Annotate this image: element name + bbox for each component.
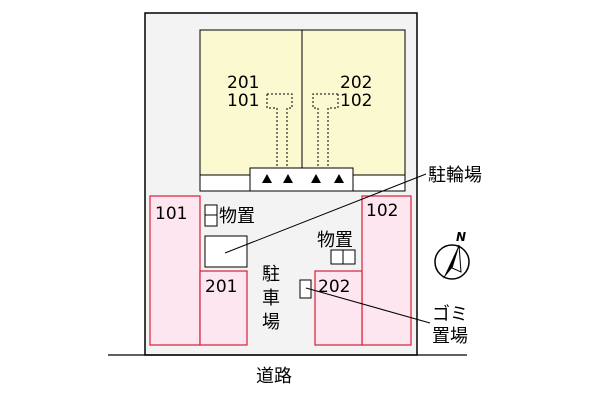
parking-space-101: 101 xyxy=(155,204,187,224)
unit-label-202: 202 xyxy=(340,73,372,93)
parking-space-102: 102 xyxy=(366,201,398,221)
parking-lot-label-1: 駐 xyxy=(262,264,280,285)
storage-left xyxy=(204,204,218,227)
parking-lot-label-2: 車 xyxy=(262,288,280,309)
unit-label-201: 201 xyxy=(227,73,259,93)
parking-right xyxy=(314,195,412,346)
parking-space-201: 201 xyxy=(205,277,237,297)
garbage-label-2: 置場 xyxy=(432,326,468,347)
compass-north-label: N xyxy=(456,230,466,244)
compass-icon xyxy=(434,244,470,280)
entrance-arrow xyxy=(334,174,344,183)
garbage-leader xyxy=(305,287,431,324)
unit-label-102: 102 xyxy=(340,91,372,111)
garbage-label-1: ゴミ xyxy=(432,304,468,325)
parking-left xyxy=(149,195,248,346)
parking-space-202: 202 xyxy=(318,277,350,297)
unit-label-101: 101 xyxy=(227,91,259,111)
bicycle-parking-leader xyxy=(224,173,427,254)
road-label: 道路 xyxy=(256,366,292,387)
storage-right-label: 物置 xyxy=(317,230,353,251)
bicycle-parking xyxy=(204,235,248,268)
entrance-arrow xyxy=(262,174,272,183)
storage-right xyxy=(330,249,356,265)
bicycle-parking-label: 駐輪場 xyxy=(428,165,482,186)
parking-lot-label-3: 場 xyxy=(262,312,280,333)
entrance-arrow xyxy=(283,174,293,183)
building xyxy=(199,29,406,192)
storage-left-label: 物置 xyxy=(219,206,255,227)
entrance-arrow xyxy=(311,174,321,183)
